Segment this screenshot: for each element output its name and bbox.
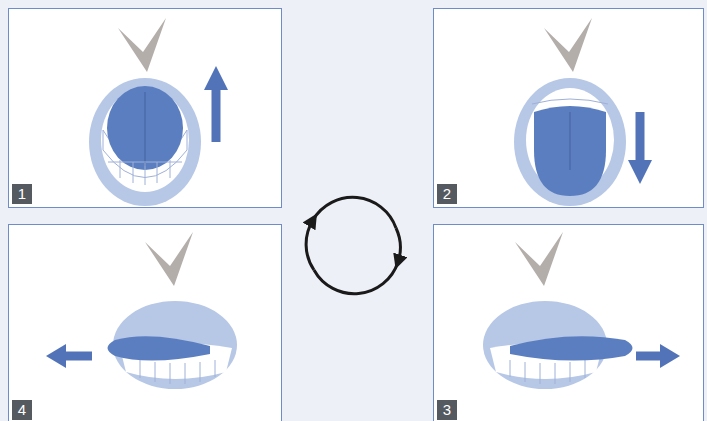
callout-number: 2 <box>437 184 457 204</box>
tongue-right-figure <box>483 232 680 389</box>
exercise-panel: 4 <box>8 224 282 421</box>
exercise-panel: 2 <box>433 8 704 208</box>
cycle-symbol <box>306 197 400 293</box>
callout-number: 4 <box>12 400 32 420</box>
tongue-left-figure <box>46 232 237 389</box>
callout-number: 3 <box>437 400 457 420</box>
exercise-panel: 1 <box>8 8 282 208</box>
exercise-panel: 3 <box>433 224 704 421</box>
tongue-down-figure <box>514 18 652 206</box>
callout-number: 1 <box>12 184 32 204</box>
tongue-up-figure <box>89 18 228 206</box>
